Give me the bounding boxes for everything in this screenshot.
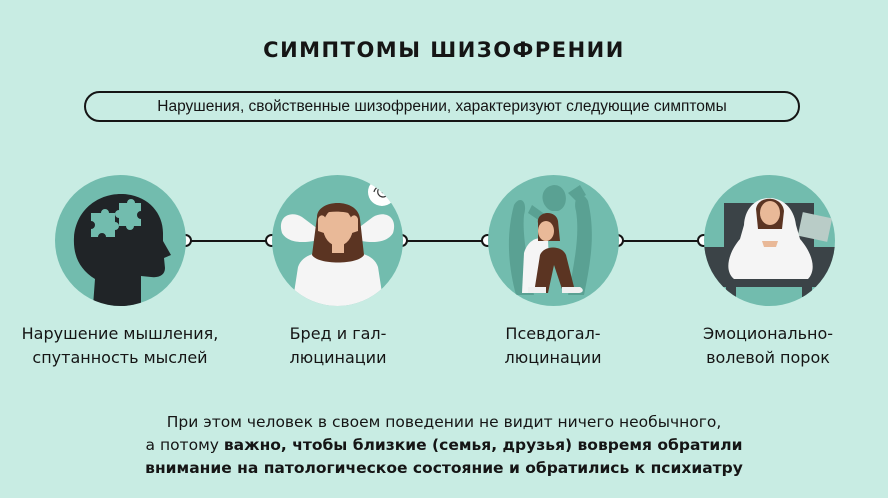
step-label-line: спутанность мыслей <box>32 348 208 367</box>
footer-line-1: При этом человек в своем поведении не ви… <box>166 413 722 431</box>
step-label-line: Псевдогал- <box>505 324 601 343</box>
step-label-line: волевой порок <box>706 348 830 367</box>
subtitle-pill: Нарушения, свойственные шизофрении, хара… <box>84 91 800 122</box>
woman-blanket-sofa-icon <box>704 175 835 306</box>
connector-line-1 <box>190 240 269 242</box>
step-label-4: Эмоционально- волевой порок <box>648 322 888 370</box>
woman-holding-head-icon <box>272 175 403 306</box>
connector-line-2 <box>406 240 485 242</box>
footer-line-3-bold: внимание на патологическое состояние и о… <box>145 459 743 477</box>
footer-line-2-plain: а потому <box>145 436 224 454</box>
step-label-line: люцинации <box>289 348 387 367</box>
footer-line-2-bold: важно, чтобы близкие (семья, друзья) вов… <box>223 436 743 454</box>
step-label-line: Нарушение мышления, <box>21 324 219 343</box>
head-puzzle-icon <box>55 175 186 306</box>
footer-line-2: а потому важно, чтобы близкие (семья, др… <box>0 434 888 457</box>
step-label-line: люцинации <box>504 348 602 367</box>
woman-sitting-shadows-icon <box>488 175 619 306</box>
connector-line-3 <box>622 240 701 242</box>
step-label-3: Псевдогал- люцинации <box>433 322 673 370</box>
page-title: СИМПТОМЫ ШИЗОФРЕНИИ <box>263 38 625 62</box>
step-label-line: Эмоционально- <box>702 324 834 343</box>
step-label-2: Бред и гал- люцинации <box>218 322 458 370</box>
step-label-line: Бред и гал- <box>289 324 387 343</box>
footer-note: При этом человек в своем поведении не ви… <box>0 411 888 480</box>
step-label-1: Нарушение мышления, спутанность мыслей <box>0 322 240 370</box>
footer-line-3: внимание на патологическое состояние и о… <box>0 457 888 480</box>
